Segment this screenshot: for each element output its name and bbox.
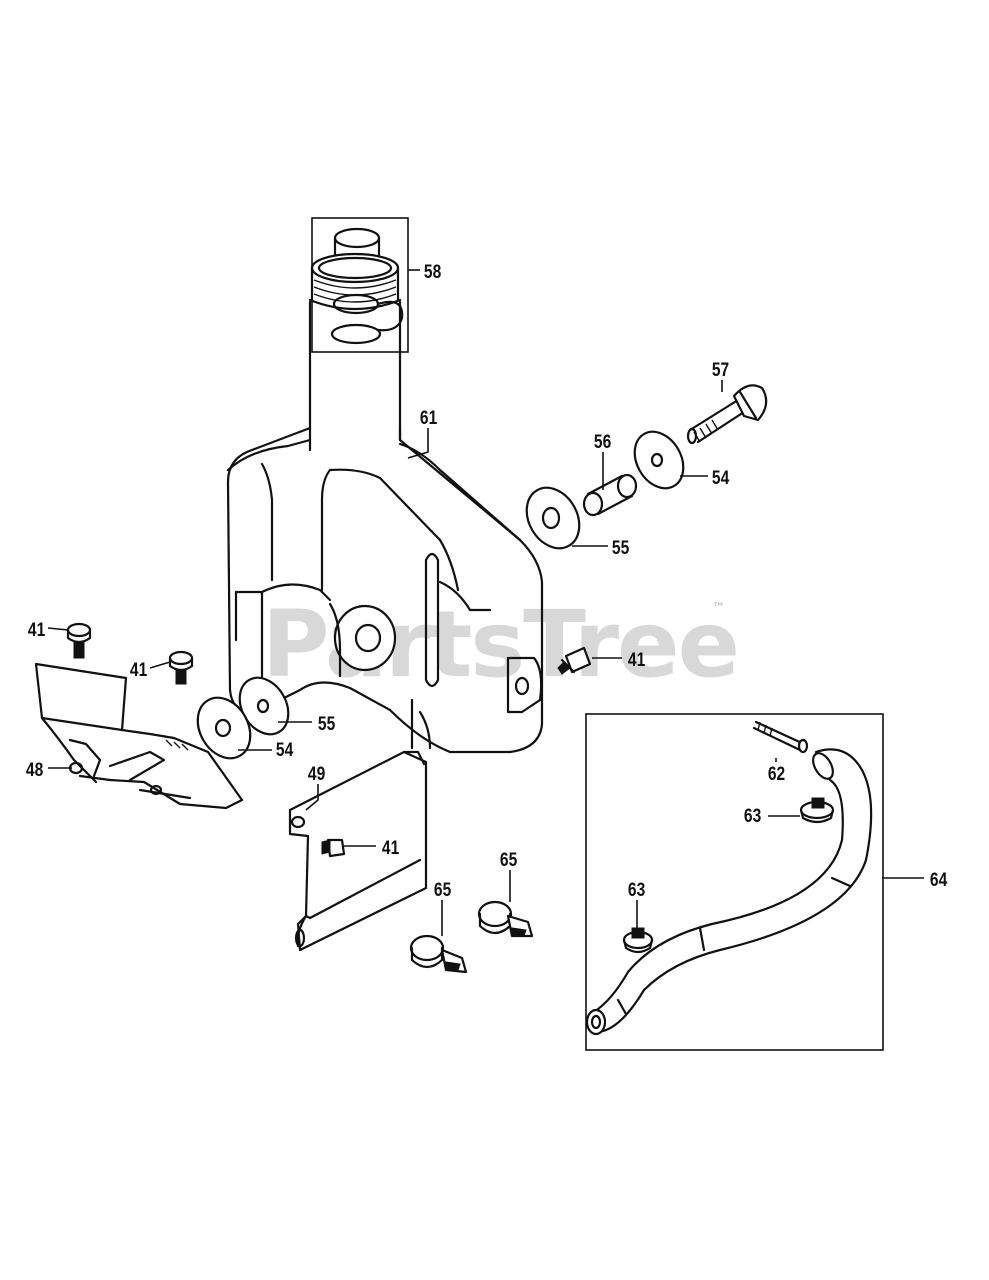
callout-48: 48 — [26, 759, 44, 781]
callout-55-upper: 55 — [612, 537, 630, 559]
callout-57: 57 — [712, 359, 729, 381]
part-54-washer-upper[interactable] — [625, 423, 693, 497]
part-63-clamp-lower[interactable] — [622, 927, 654, 954]
part-41-screw-bracket[interactable] — [321, 838, 346, 858]
part-58-fuel-cap-kit[interactable] — [311, 217, 409, 353]
part-65-clamp-left[interactable] — [409, 934, 468, 974]
callout-41-left-mid: 41 — [130, 659, 148, 681]
watermark-trademark: ™ — [712, 601, 725, 616]
part-63-clamp-upper[interactable] — [799, 797, 835, 824]
callout-56: 56 — [594, 431, 612, 453]
callout-41-right: 41 — [628, 649, 646, 671]
leader-lines — [47, 269, 924, 936]
part-64-fuel-line[interactable] — [585, 748, 873, 1036]
part-55-grommet-upper[interactable] — [516, 478, 590, 557]
callout-61: 61 — [420, 407, 438, 429]
part-48-heat-shield[interactable] — [34, 662, 244, 810]
part-41-screw-right[interactable] — [557, 646, 592, 675]
part-57-bolt[interactable] — [686, 384, 768, 445]
part-64-kit-frame — [585, 713, 884, 1051]
part-55-grommet-lower[interactable] — [230, 669, 298, 743]
callout-58: 58 — [424, 261, 442, 283]
part-56-spacer[interactable] — [582, 473, 638, 517]
callout-65-right: 65 — [500, 849, 518, 871]
callout-63-lower: 63 — [628, 879, 646, 901]
part-49-bracket[interactable] — [288, 750, 428, 952]
callout-41-bracket: 41 — [382, 837, 400, 859]
callout-62: 62 — [768, 763, 785, 785]
callout-49: 49 — [308, 763, 326, 785]
part-62-pin[interactable] — [752, 720, 809, 754]
callout-63-upper: 63 — [744, 805, 762, 827]
part-41-screw-left-top[interactable] — [66, 622, 92, 659]
part-41-screw-left-mid[interactable] — [168, 650, 194, 685]
part-61-fuel-tank[interactable] — [226, 252, 544, 754]
callout-54-upper: 54 — [712, 467, 730, 489]
callout-55-lower: 55 — [318, 713, 336, 735]
watermark-text: PartsTree — [262, 591, 738, 698]
part-54-washer-lower[interactable] — [187, 688, 261, 767]
callout-65-left: 65 — [434, 879, 452, 901]
part-65-clamp-right[interactable] — [477, 900, 534, 938]
callout-54-lower: 54 — [276, 739, 294, 761]
callout-41-left-top: 41 — [28, 619, 46, 641]
callout-64: 64 — [930, 869, 948, 891]
